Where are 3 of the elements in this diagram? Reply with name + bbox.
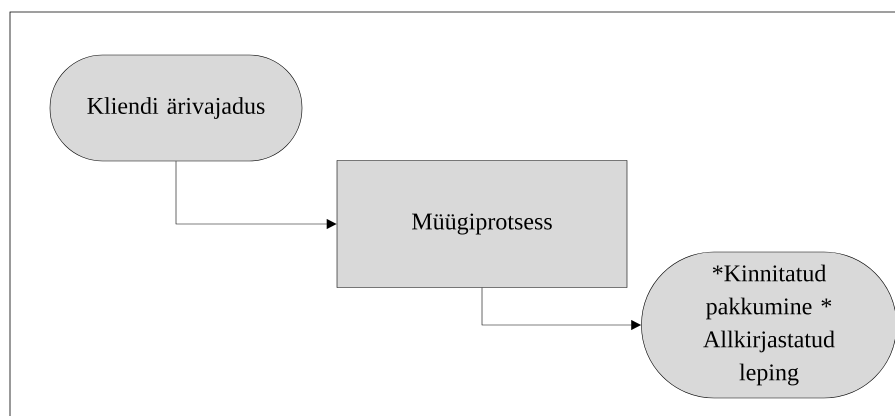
terminal-box: Kliendi ärivajadus	[50, 54, 302, 162]
process-box: Müügiprotsess	[336, 160, 628, 288]
terminal-box: *Kinnitatud pakkumine * Allkirjastatud leping	[641, 252, 895, 398]
